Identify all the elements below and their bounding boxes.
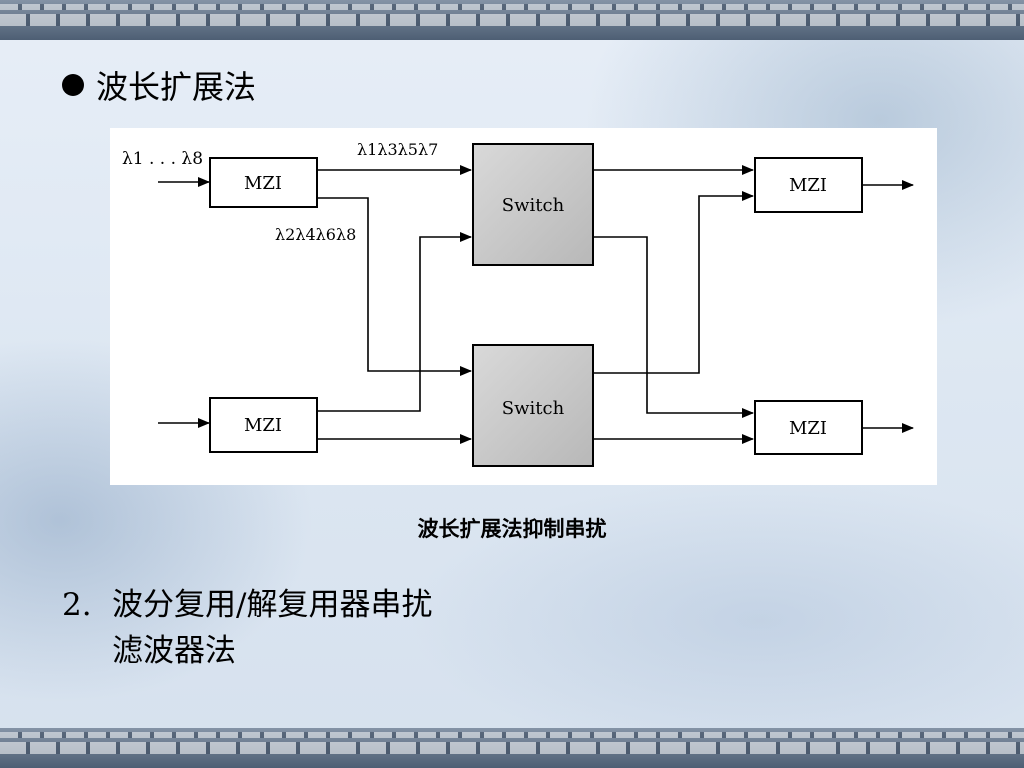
mzi-box-bottom-right: MZI [754,400,863,455]
switch-label: Switch [502,398,565,419]
switch-box-top: Switch [472,143,594,266]
bullet-heading-text: 波长扩展法 [96,68,257,106]
mzi-box-top-left: MZI [209,157,318,208]
odd-wavelength-label: λ1λ3λ5λ7 [357,140,438,159]
input-wavelength-label: λ1 . . . λ8 [122,149,203,169]
mzi-label: MZI [244,173,282,194]
mzi-box-bottom-left: MZI [209,397,318,453]
mzi-box-top-right: MZI [754,157,863,213]
item-line-1: 波分复用/解复用器串扰 [112,587,433,623]
even-wavelength-label: λ2λ4λ6λ8 [275,225,356,244]
bullet-dot-icon [62,74,84,96]
mzi-label: MZI [789,418,827,439]
bullet-heading: 波长扩展法 [62,62,256,108]
bottom-border-band [0,728,1024,768]
diagram-svg: λ1 . . . λ8 λ1λ3λ5λ7 λ2λ4λ6λ8 MZI MZI MZ… [122,140,914,467]
mzi-label: MZI [789,175,827,196]
numbered-item-2: 2. 波分复用/解复用器串扰 滤波器法 [62,582,432,674]
connection-lines [158,165,914,444]
item-number: 2. [62,587,92,623]
diagram-caption: 波长扩展法抑制串扰 [417,516,607,541]
top-border-band [0,0,1024,40]
mzi-label: MZI [244,415,282,436]
switch-label: Switch [502,195,565,216]
item-line-2: 滤波器法 [112,633,236,669]
wavelength-expansion-diagram: λ1 . . . λ8 λ1λ3λ5λ7 λ2λ4λ6λ8 MZI MZI MZ… [110,128,937,485]
switch-box-bottom: Switch [472,344,594,467]
